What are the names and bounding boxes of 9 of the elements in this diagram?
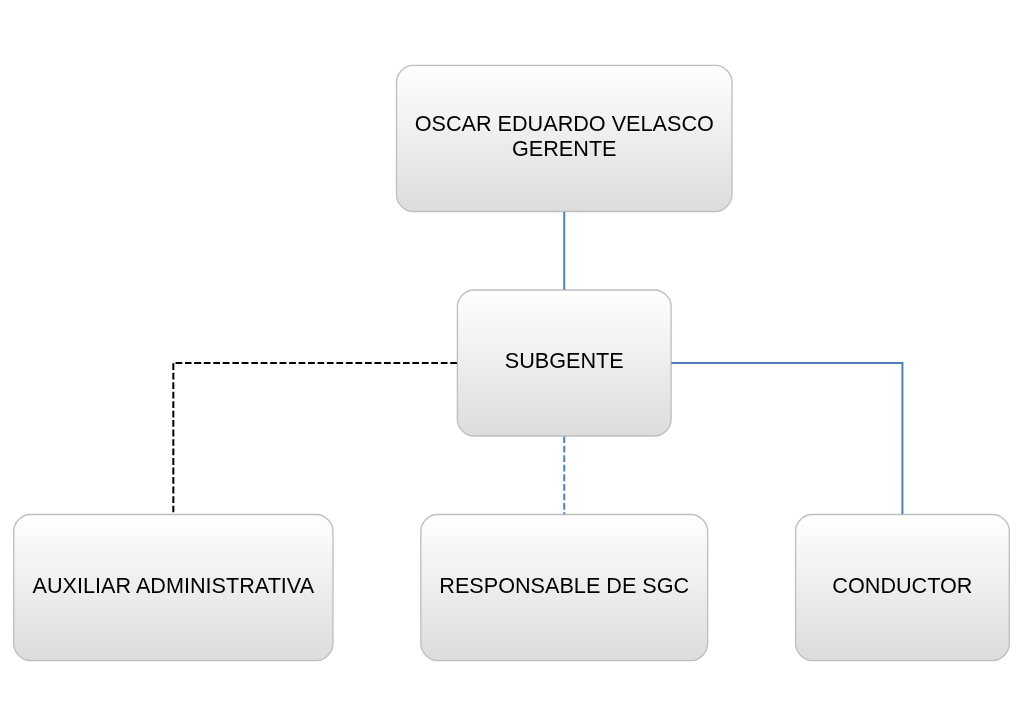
node-box: OSCAR EDUARDO VELASCO GERENTE: [395, 64, 733, 212]
connector: [563, 211, 566, 290]
connector: [563, 436, 566, 514]
node-box: AUXILIAR ADMINISTRATIVA: [13, 513, 334, 661]
node-box: CONDUCTOR: [794, 513, 1010, 661]
connector: [671, 361, 904, 514]
node-box: SUBGENTE: [456, 288, 672, 437]
node-box: RESPONSABLE DE SGC: [420, 513, 709, 661]
connector: [172, 361, 457, 514]
